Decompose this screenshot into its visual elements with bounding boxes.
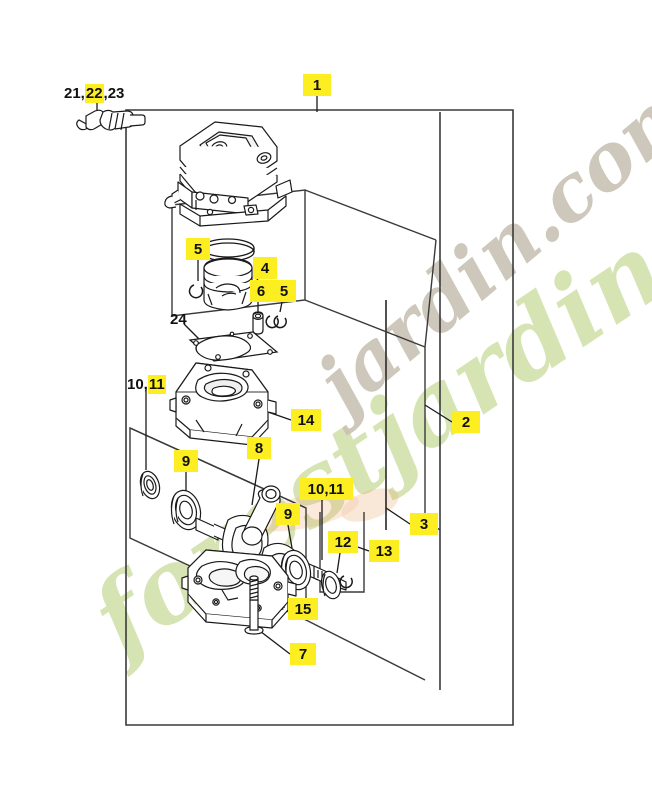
callout-5-lower[interactable]: 5 [272,280,296,302]
part-spark-plug [76,109,146,131]
callout-12[interactable]: 12 [328,531,358,553]
leader-8 [251,458,260,506]
callout-3[interactable]: 3 [410,513,438,535]
leader-5b [279,301,283,313]
callout-14[interactable]: 14 [291,409,321,431]
leader-2 [424,404,453,423]
label-21-text: 21, [64,85,85,102]
part-circlip-a [188,284,204,299]
skew-frame-right [424,239,437,348]
label-24[interactable]: 24 [170,312,187,327]
label-24-text: 24 [170,311,187,328]
callout-2[interactable]: 2 [452,411,480,433]
label-23-text: ,23 [103,85,125,102]
callout-9-left[interactable]: 9 [174,450,198,472]
callout-8[interactable]: 8 [247,437,271,459]
part-circlip-c [273,315,287,329]
callout-4[interactable]: 4 [253,257,277,279]
box-washer-frame-b [319,512,365,593]
callout-13[interactable]: 13 [369,540,399,562]
part-cylinder-block [164,121,293,227]
part-piston-pin [252,311,264,335]
part-circlip-b [265,315,279,329]
part-crankcase-upper [169,362,277,446]
skew-frame-upper2 [304,299,426,348]
callout-10-11-right[interactable]: 10,11 [299,478,353,500]
label-10-11-left[interactable]: 10, 11 [127,375,166,394]
part-oil-seal-left [139,470,161,500]
part-gasket [188,331,279,362]
callout-7[interactable]: 7 [290,643,316,665]
part-circlip-12 [339,575,353,589]
box-outline-1 [125,109,514,726]
label-11-highlight: 11 [147,375,166,394]
label-21-22-23[interactable]: 21, 22 ,23 [64,84,124,103]
label-10-text: 10, [127,376,148,393]
part-screw [244,575,264,635]
frame-close-bottom-1 [305,619,426,681]
callout-15[interactable]: 15 [288,598,318,620]
leader-3 [385,507,411,525]
skew-frame-upper [304,189,437,241]
part-piston [203,257,253,311]
callout-9-right[interactable]: 9 [276,503,300,525]
part-bearing-right [280,549,312,591]
callout-6[interactable]: 6 [250,280,272,302]
label-22-highlight: 22 [84,84,104,103]
callout-1[interactable]: 1 [303,74,331,96]
leader-9b [287,524,293,549]
leader-12 [336,552,341,574]
part-bearing-left [170,489,202,531]
leader-24 [183,323,201,341]
callout-5-upper[interactable]: 5 [186,238,210,260]
